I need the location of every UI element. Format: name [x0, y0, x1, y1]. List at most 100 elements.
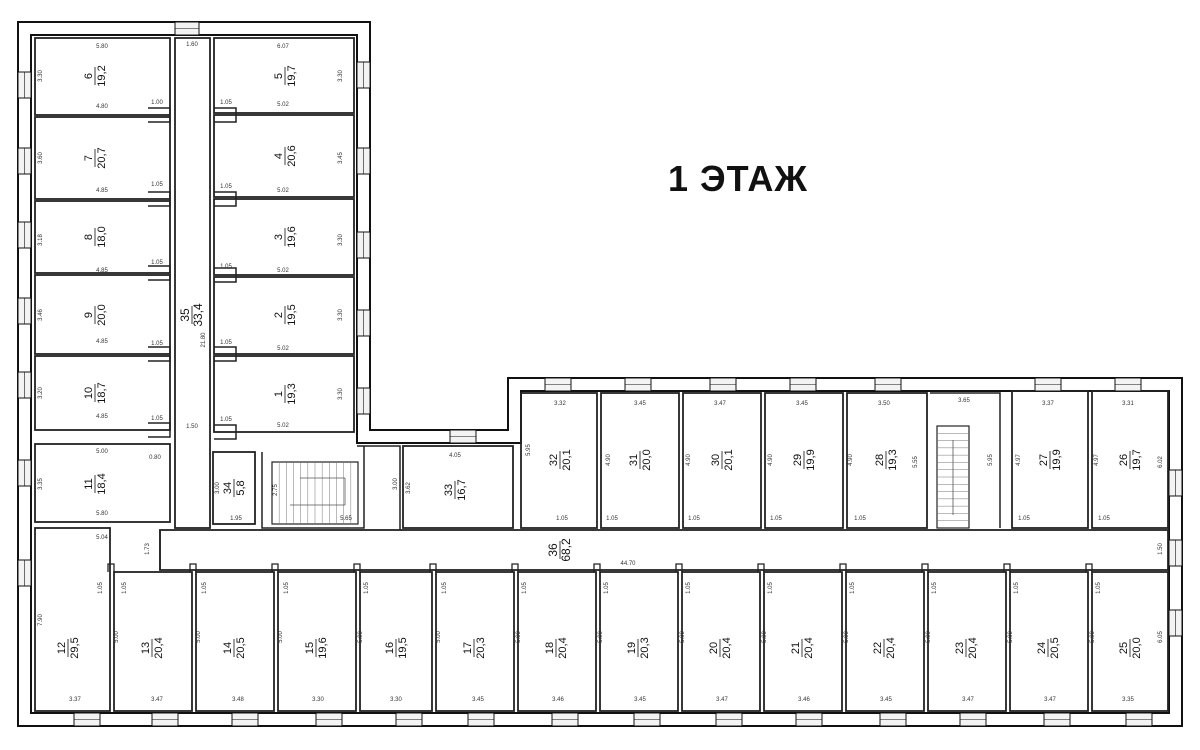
floor-title: 1 ЭТАЖ [668, 158, 808, 199]
room-area: 18,7 [96, 382, 108, 403]
dimension-room-16: 1.05 [364, 582, 370, 594]
door-niche-2 [148, 265, 171, 281]
room-number: 13 [140, 642, 152, 654]
window-mid [449, 429, 477, 444]
dimension-room-34: 3.00 [215, 482, 221, 494]
dimension-room-32: 5.95 [526, 444, 532, 456]
bottom-door-3 [353, 563, 361, 572]
dimension-room-23: 3.47 [962, 697, 974, 703]
door-niche-5 [214, 107, 237, 123]
dimension-room-5: 6.07 [277, 44, 289, 50]
room-number: 1 [273, 391, 285, 397]
room-10-outline [34, 355, 171, 431]
door-niche-3 [148, 346, 171, 362]
room-number: 10 [83, 387, 95, 399]
window-east-3 [1168, 609, 1183, 637]
dimension-room-32: 1.05 [556, 516, 568, 522]
room-area: 33,4 [191, 303, 205, 327]
room-number: 16 [384, 642, 396, 654]
dimension-room-6: 4.80 [96, 104, 108, 110]
window-top-right-6 [1114, 377, 1142, 392]
dimension-room-15: 1.05 [284, 582, 290, 594]
dimension-room-9: 1.05 [151, 341, 163, 347]
dimension-room-8: 4.85 [96, 268, 108, 274]
dimension-room-24: 1.05 [1014, 582, 1020, 594]
room-35-outline [174, 37, 211, 529]
room-area: 20,4 [557, 637, 569, 658]
dimension-room-18: 3.46 [552, 697, 564, 703]
stair-arrow-west [290, 477, 346, 506]
dimension-room-13: 1.05 [122, 582, 128, 594]
dimension-room-14: 3.48 [232, 697, 244, 703]
door-niche-9 [214, 424, 237, 440]
dimension-room-12: 1.73 [145, 543, 151, 555]
room-34-outline [212, 451, 256, 525]
dimension-room-31: 1.05 [606, 516, 618, 522]
room-area: 18,4 [96, 473, 108, 494]
room-area: 16,7 [456, 479, 468, 500]
dimension-room-36: 44.70 [620, 561, 636, 567]
dimension-room-25: 1.05 [1096, 582, 1102, 594]
dimension-room-10: 3.20 [38, 387, 44, 399]
window-left-5 [17, 459, 32, 487]
dimension-room-10: 1.05 [151, 416, 163, 422]
dimension-room-11: 5.00 [96, 449, 108, 455]
dimension-room-22: 5.00 [844, 631, 850, 643]
dimension-room-3: 3.30 [338, 234, 344, 246]
window-top-right-4 [874, 377, 902, 392]
window-left-3 [17, 297, 32, 325]
dimension-room-13: 5.00 [114, 631, 120, 643]
dimension-room-29: 3.45 [796, 401, 808, 407]
room-number: 33 [443, 484, 455, 496]
room-16-outline [359, 571, 433, 712]
dimension-room-11: 3.35 [38, 478, 44, 490]
room-area: 20,4 [721, 637, 733, 658]
room-number: 31 [628, 454, 640, 466]
dimension-room-12: 5.04 [96, 535, 108, 541]
room-number: 15 [304, 642, 316, 654]
room-area: 20,4 [153, 637, 165, 658]
room-area: 19,6 [286, 226, 298, 247]
dimension-room-30: 3.47 [714, 401, 726, 407]
room-area: 19,2 [96, 65, 108, 86]
window-top-right-1 [624, 377, 652, 392]
room-number: 22 [872, 642, 884, 654]
room-5-outline [213, 37, 355, 114]
dimension-room-19: 1.05 [604, 582, 610, 594]
dimension-room-28: 1.05 [854, 516, 866, 522]
room-number: 30 [710, 454, 722, 466]
bottom-door-2 [271, 563, 279, 572]
dimension-room-26: 1.05 [1098, 516, 1110, 522]
room-area: 20,4 [885, 637, 897, 658]
dimension-room-30: 4.90 [686, 454, 692, 466]
room-12-outline [34, 527, 111, 712]
dimension-room-1: 5.02 [277, 423, 289, 429]
dimension-room-22: 1.05 [850, 582, 856, 594]
dimension-room-6: 5.80 [96, 44, 108, 50]
room-area: 20,0 [96, 304, 108, 325]
room-7-outline [34, 116, 171, 200]
door-niche-4 [148, 422, 171, 438]
dimension-room-8: 3.18 [38, 234, 44, 246]
room-21-outline [763, 571, 843, 712]
dimension-misc: 3.00 [393, 478, 399, 490]
room-9-outline [34, 274, 171, 355]
window-bottom-0 [73, 712, 101, 727]
dimension-room-5: 3.30 [338, 70, 344, 82]
room-area: 20,5 [235, 637, 247, 658]
dimension-room-27: 4.97 [1016, 454, 1022, 466]
